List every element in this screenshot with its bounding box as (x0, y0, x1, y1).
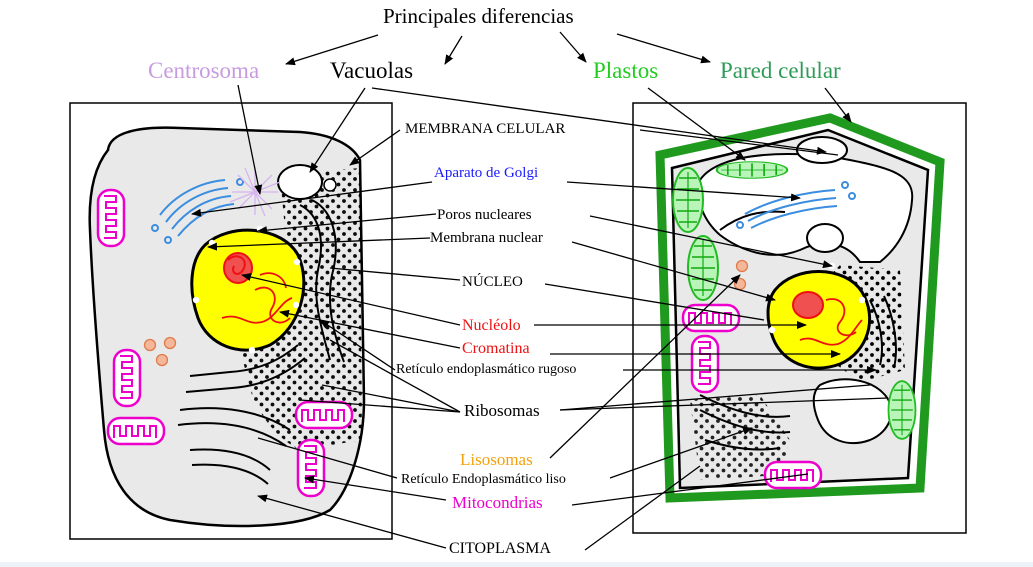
label-mitocondrias: Mitocondrias (452, 493, 543, 512)
animal-er-channels (177, 199, 345, 485)
label-membrana-celular: MEMBRANA CELULAR (405, 121, 566, 137)
animal-lysosomes (143, 336, 177, 367)
plastid-1 (672, 167, 704, 233)
leader-lines (191, 31, 889, 551)
plastid-4 (715, 160, 789, 180)
heading-pared-celular: Pared celular (720, 58, 841, 83)
animal-vesicle (323, 178, 337, 192)
label-cromatina: Cromatina (462, 340, 530, 357)
diagram-title: Principales diferencias (383, 4, 574, 28)
animal-mito-4 (294, 400, 354, 430)
heading-vacuolas: Vacuolas (330, 58, 414, 83)
plant-vacuole-top (796, 136, 848, 164)
label-membrana-nuclear: Membrana nuclear (430, 230, 543, 246)
animal-nucleolus (223, 252, 253, 284)
plant-vacuole-lower (812, 378, 893, 445)
plastid-3 (887, 380, 917, 440)
label-nucleo: NÚCLEO (462, 274, 523, 290)
label-nucleolo: Nucléolo (462, 317, 521, 334)
label-poros-nucleares: Poros nucleares (437, 207, 532, 223)
plant-chromatin (799, 298, 863, 346)
label-lisosomas: Lisosomas (460, 450, 533, 469)
label-ribosomas: Ribosomas (464, 401, 540, 420)
bottom-strip (0, 562, 1033, 567)
heading-plastos: Plastos (593, 58, 659, 83)
label-reticulo-liso: Retículo Endoplasmático liso (401, 472, 566, 487)
plant-nucleolus (792, 291, 824, 319)
plastid-2 (687, 235, 719, 301)
animal-mito-1 (96, 188, 126, 248)
label-citoplasma: CITOPLASMA (449, 540, 551, 557)
animal-mito-3 (106, 416, 166, 446)
animal-golgi (151, 178, 244, 244)
plant-mito-2 (690, 334, 720, 394)
heading-centrosoma: Centrosoma (148, 58, 260, 83)
label-reticulo-rugoso: Retículo endoplasmático rugoso (396, 362, 577, 377)
animal-vacuole (277, 164, 323, 200)
plant-mito-3 (763, 460, 823, 490)
plant-cell-wall (655, 113, 945, 503)
animal-mito-5 (296, 438, 326, 498)
plant-mito-1 (681, 303, 741, 333)
animal-mito-2 (112, 348, 142, 408)
label-aparato-golgi: Aparato de Golgi (434, 165, 539, 181)
animal-nucleus-envelope (190, 228, 306, 352)
plant-vesicle (806, 223, 844, 253)
